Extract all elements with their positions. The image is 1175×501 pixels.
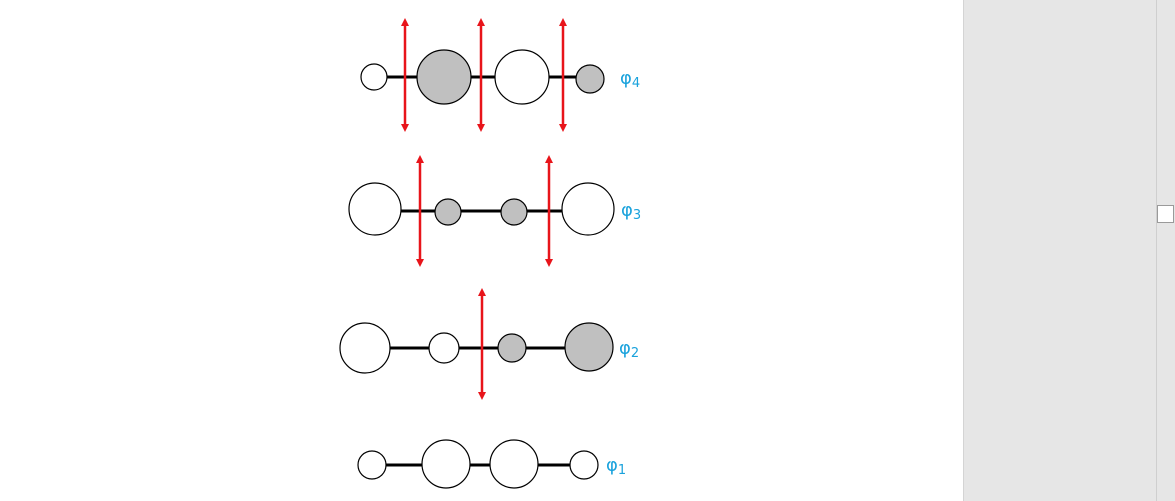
orbital-label: φ2 (619, 338, 639, 361)
orbital-phi4: φ4 (360, 18, 640, 132)
orbital-phi3: φ3 (348, 155, 641, 267)
orbital-label-symbol: φ (619, 338, 631, 359)
orbital-label: φ4 (620, 68, 640, 91)
lobe-node (339, 322, 391, 374)
diagram-canvas: φ4 φ3 (339, 18, 642, 489)
side-panel (963, 0, 1175, 501)
lobe-node (489, 439, 539, 489)
lobe-node (434, 198, 462, 226)
orbital-label-sub: 2 (631, 346, 639, 361)
square-handle-icon[interactable] (1157, 205, 1174, 223)
orbital-label: φ3 (621, 200, 641, 223)
lobe-node (416, 49, 472, 105)
orbital-label-symbol: φ (620, 68, 632, 89)
lobe-node (421, 439, 471, 489)
orbital-label-sub: 1 (618, 463, 626, 478)
lobe-node (575, 64, 605, 94)
orbital-phi2: φ2 (339, 288, 639, 400)
lobe-node (497, 333, 527, 363)
lobe-node (569, 450, 599, 480)
lobe-node (494, 49, 550, 105)
orbital-label-sub: 3 (633, 208, 641, 223)
lobe-node (360, 63, 388, 91)
lobe-node (348, 182, 402, 236)
orbital-label: φ1 (606, 455, 626, 478)
lobe-node (561, 182, 615, 236)
orbital-label-sub: 4 (632, 76, 640, 91)
lobe-node (428, 332, 460, 364)
lobe-node (564, 322, 614, 372)
orbital-diagram: φ4 φ3 (339, 18, 641, 489)
orbital-label-symbol: φ (621, 200, 633, 221)
lobe-node (357, 450, 387, 480)
panel-divider (1156, 0, 1157, 501)
orbital-phi1: φ1 (357, 439, 626, 489)
orbital-label-symbol: φ (606, 455, 618, 476)
lobe-node (500, 198, 528, 226)
